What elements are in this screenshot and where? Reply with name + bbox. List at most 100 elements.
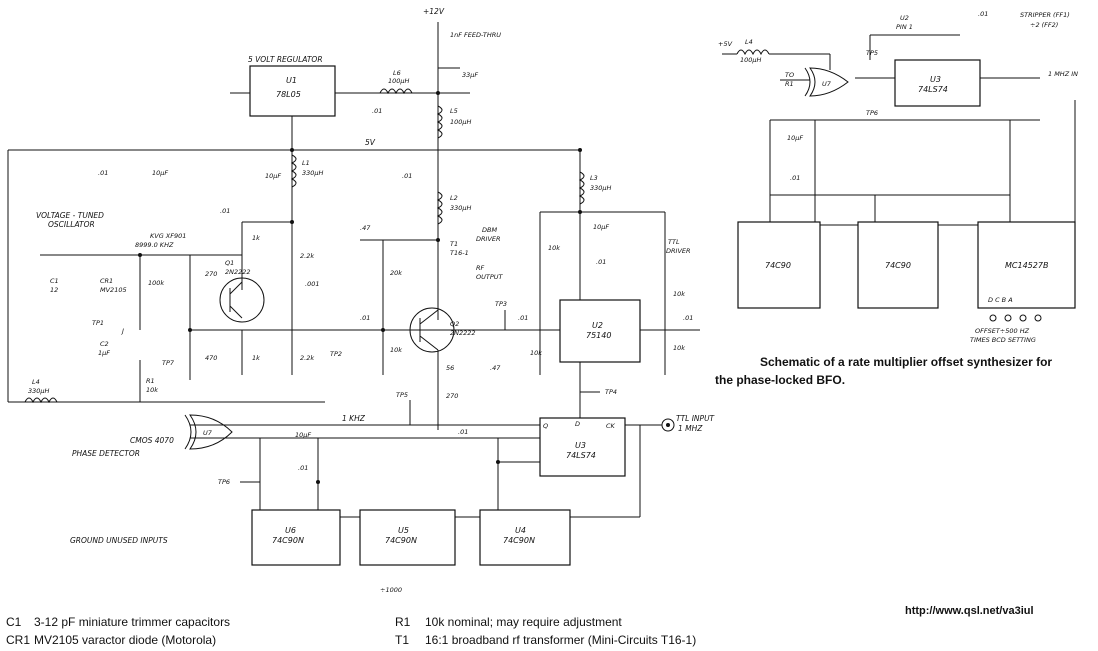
r20k-label: 20k bbox=[390, 269, 402, 277]
vto-label: VOLTAGE - TUNED bbox=[36, 211, 104, 220]
c01g-label: .01 bbox=[518, 314, 528, 322]
inset-tp5-label: TP5 bbox=[866, 49, 878, 57]
l4-value: 330µH bbox=[28, 387, 50, 395]
l3-value: 330µH bbox=[590, 184, 612, 192]
inset-74c90-b-label: 74C90 bbox=[885, 261, 911, 270]
cr1-label: CR1 bbox=[100, 277, 113, 285]
ttl-input-connector bbox=[661, 418, 675, 432]
u1-ref: U1 bbox=[286, 76, 297, 85]
jumper-j-label: J bbox=[120, 327, 124, 335]
inset-plus5v-label: +5V bbox=[718, 40, 733, 48]
inset-u2pin-label: U2 bbox=[900, 14, 909, 22]
l3-label: L3 bbox=[590, 174, 598, 182]
r10k-e-label: 10k bbox=[673, 344, 685, 352]
inset-c01-label: .01 bbox=[978, 10, 988, 18]
tp6-label: TP6 bbox=[218, 478, 230, 486]
inset-caption-line2: the phase-locked BFO. bbox=[715, 373, 845, 387]
c33-label: 33µF bbox=[462, 71, 478, 79]
phase-detector-label: PHASE DETECTOR bbox=[72, 449, 140, 458]
u6-part: 74C90N bbox=[272, 536, 304, 545]
footer-c1-desc: 3-12 pF miniature trimmer capacitors bbox=[34, 615, 230, 629]
inset-u3-ref: U3 bbox=[930, 75, 941, 84]
cr1-part: MV2105 bbox=[100, 286, 127, 294]
r100k-label: 100k bbox=[148, 279, 164, 287]
c01e-label: .01 bbox=[596, 258, 606, 266]
ground-unused-label: GROUND UNUSED INPUTS bbox=[70, 536, 168, 545]
inductors bbox=[24, 49, 770, 404]
r1k-a-label: 1k bbox=[252, 234, 260, 242]
q2-part: 2N2222 bbox=[450, 329, 476, 337]
c10uf-a-label: 10µF bbox=[152, 169, 168, 177]
inset-1mhz-in-label: 1 MHZ IN bbox=[1048, 70, 1078, 78]
l4-label: L4 bbox=[32, 378, 40, 386]
q2-transistor bbox=[409, 307, 455, 353]
u5-ref: U5 bbox=[398, 526, 409, 535]
u7-ref: U7 bbox=[203, 429, 213, 437]
c2-label: C2 bbox=[100, 340, 109, 348]
tp7-label: TP7 bbox=[162, 359, 175, 367]
r56-label: 56 bbox=[446, 364, 454, 372]
ttl-input-label: TTL INPUT bbox=[676, 414, 716, 423]
inset-74c90-b bbox=[857, 221, 939, 309]
l6-label: L6 bbox=[393, 69, 401, 77]
1mhz-label: 1 MHZ bbox=[678, 424, 703, 433]
footer-t1-desc: 16:1 broadband rf transformer (Mini-Circ… bbox=[425, 633, 696, 647]
divide-1000-label: ÷1000 bbox=[380, 586, 402, 594]
u3-part: 74LS74 bbox=[566, 451, 596, 460]
junction-dots bbox=[138, 91, 582, 484]
rail-5v-label: 5V bbox=[365, 138, 376, 147]
c01h-label: .01 bbox=[683, 314, 693, 322]
u1-regulator bbox=[249, 65, 336, 117]
offset-label: OFFSET÷500 HZ bbox=[975, 327, 1030, 335]
stripper-div-label: ÷2 (FF2) bbox=[1030, 21, 1058, 29]
c01d-label: .01 bbox=[220, 207, 230, 215]
c01j-label: .01 bbox=[298, 464, 308, 472]
q1-label: Q1 bbox=[225, 259, 234, 267]
tp1-label: TP1 bbox=[92, 319, 104, 327]
rf-output-label: OUTPUT bbox=[476, 273, 504, 281]
u2-part: 75140 bbox=[586, 331, 611, 340]
r22k-b-label: 2.2k bbox=[300, 354, 314, 362]
feedthru-label: 1nF FEED-THRU bbox=[450, 31, 501, 39]
inset-u3-part: 74LS74 bbox=[918, 85, 948, 94]
footer-t1-ref: T1 bbox=[395, 633, 409, 647]
bcd-pin-letters: D C B A bbox=[988, 296, 1013, 304]
u7-xor-gate bbox=[184, 414, 233, 450]
footer-cr1-desc: MV2105 varactor diode (Motorola) bbox=[34, 633, 216, 647]
inset-u7-gate bbox=[804, 67, 849, 97]
u3-d-pin: D bbox=[575, 420, 580, 428]
r10k-a-label: 10k bbox=[390, 346, 402, 354]
tp4-label: TP4 bbox=[605, 388, 617, 396]
inset-c10-label: 10µF bbox=[787, 134, 803, 142]
c1-value: 12 bbox=[50, 286, 58, 294]
inset-pin1-label: PIN 1 bbox=[896, 23, 913, 31]
ttl-driver-label: DRIVER bbox=[666, 247, 691, 255]
dbm-label: DBM bbox=[482, 226, 497, 234]
c001-label: .001 bbox=[305, 280, 319, 288]
q2-label: Q2 bbox=[450, 320, 459, 328]
c270-label: 270 bbox=[205, 270, 217, 278]
c1-label: C1 bbox=[50, 277, 59, 285]
inset-caption-line1: Schematic of a rate multiplier offset sy… bbox=[760, 355, 1052, 369]
inset-to-label: TO bbox=[785, 71, 794, 79]
u3-74ls74 bbox=[539, 417, 626, 477]
u2-75140 bbox=[559, 299, 641, 363]
inset-u3-74ls74 bbox=[894, 59, 981, 107]
u2-ref: U2 bbox=[592, 321, 603, 330]
inset-mc14527b bbox=[977, 221, 1076, 309]
u4-74c90n bbox=[479, 509, 571, 566]
inset-wiring bbox=[722, 34, 1076, 230]
u3-ref: U3 bbox=[575, 441, 586, 450]
ttl-label: TTL bbox=[668, 238, 680, 246]
footer-r1-desc: 10k nominal; may require adjustment bbox=[425, 615, 622, 629]
footer-r1-ref: R1 bbox=[395, 615, 411, 629]
tp3-label: TP3 bbox=[495, 300, 507, 308]
r10k-c-label: 10k bbox=[530, 349, 542, 357]
crystal-freq: 8999.0 KHZ bbox=[135, 241, 174, 249]
footer-c1-ref: C1 bbox=[6, 615, 22, 629]
c2-value: 1µF bbox=[98, 349, 110, 357]
r1-value: 10k bbox=[146, 386, 158, 394]
inset-mc14527b-label: MC14527B bbox=[1005, 261, 1048, 270]
inset-c01b-label: .01 bbox=[790, 174, 800, 182]
